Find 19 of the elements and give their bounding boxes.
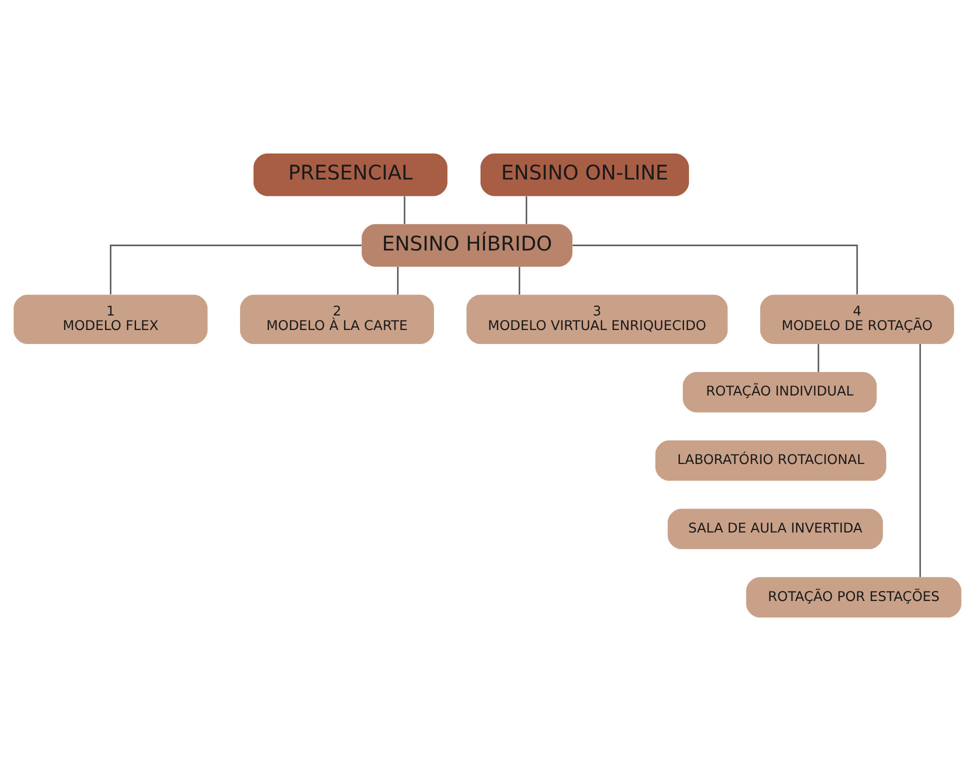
connector (396, 266, 398, 295)
node-box: 4 MODELO DE ROTAÇÃO (760, 294, 954, 344)
connector (109, 244, 362, 294)
node-box: 2 MODELO À LA CARTE (240, 294, 434, 344)
node-box: 3 MODELO VIRTUAL ENRIQUECIDO (466, 294, 728, 344)
connector (525, 196, 527, 224)
connector (572, 244, 858, 294)
connector (918, 344, 920, 577)
node-box: 1 MODELO FLEX (13, 294, 208, 344)
connector (817, 344, 819, 372)
node-box: ENSINO ON-LINE (480, 153, 688, 196)
node-box: ENSINO HÍBRIDO (361, 224, 572, 267)
node-box: ROTAÇÃO POR ESTAÇÕES (746, 577, 961, 618)
node-box: ROTAÇÃO INDIVIDUAL (682, 372, 876, 412)
connector (518, 266, 520, 295)
node-box: PRESENCIAL (253, 153, 447, 196)
connector (403, 196, 405, 224)
node-box: LABORATÓRIO ROTACIONAL (654, 440, 886, 481)
node-box: SALA DE AULA INVERTIDA (667, 508, 882, 550)
